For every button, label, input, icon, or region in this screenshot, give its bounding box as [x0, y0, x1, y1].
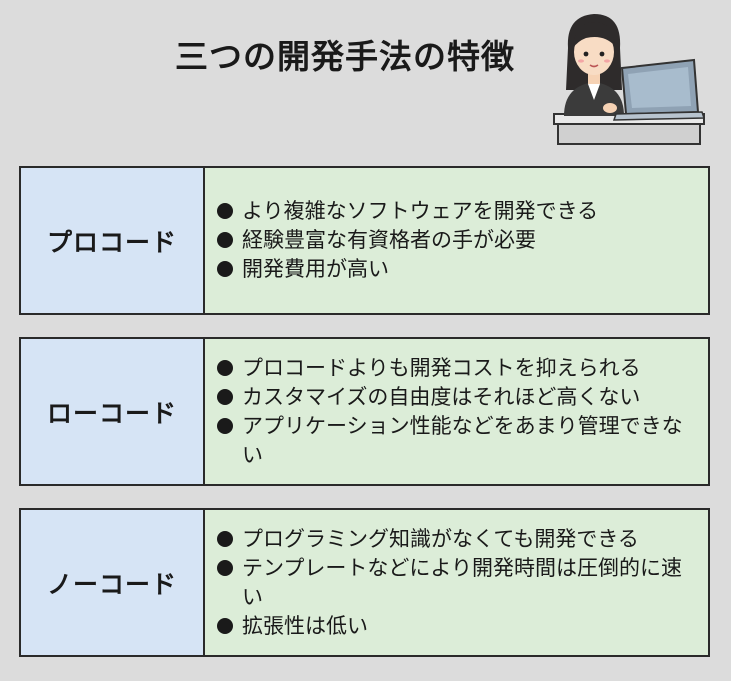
bullet-text: 経験豊富な有資格者の手が必要: [242, 228, 536, 252]
bullet-text: 開発費用が高い: [242, 257, 389, 281]
bullet-item: より複雑なソフトウェアを開発できる: [217, 197, 696, 226]
bullet-item: プロコードよりも開発コストを抑えられる: [217, 354, 696, 383]
row-body: プログラミング知識がなくても開発できる テンプレートなどにより開発時間は圧倒的に…: [205, 510, 708, 655]
diagram-title: 三つの開発手法の特徴: [175, 37, 515, 76]
woman-at-laptop-icon: [553, 14, 706, 145]
bullet-item: 拡張性は低い: [217, 612, 696, 641]
bullet-text: より複雑なソフトウェアを開発できる: [242, 199, 599, 223]
row-pro-code: プロコード より複雑なソフトウェアを開発できる 経験豊富な有資格者の手が必要 開…: [19, 166, 710, 315]
bullet-dot-icon: [217, 417, 233, 434]
bullet-item: カスタマイズの自由度はそれほど高くない: [217, 383, 696, 412]
row-label: プロコード: [21, 168, 205, 313]
bullet-dot-icon: [217, 530, 233, 547]
bullet-dot-icon: [217, 261, 233, 277]
bullet-dot-icon: [217, 617, 233, 634]
bullet-item: テンプレートなどにより開発時間は圧倒的に速い: [217, 554, 696, 612]
row-label: ローコード: [21, 339, 205, 484]
bullet-text: プログラミング知識がなくても開発できる: [242, 526, 639, 551]
row-no-code: ノーコード プログラミング知識がなくても開発できる テンプレートなどにより開発時…: [19, 508, 710, 657]
bullet-text: プロコードよりも開発コストを抑えられる: [242, 355, 641, 380]
bullet-text: テンプレートなどにより開発時間は圧倒的に速い: [242, 555, 682, 609]
row-body: プロコードよりも開発コストを抑えられる カスタマイズの自由度はそれほど高くない …: [205, 339, 708, 484]
bullet-item: 開発費用が高い: [217, 255, 696, 284]
bullet-dot-icon: [217, 359, 233, 376]
bullet-text: カスタマイズの自由度はそれほど高くない: [242, 384, 641, 409]
bullet-text: 拡張性は低い: [242, 613, 368, 638]
bullet-dot-icon: [217, 203, 233, 219]
bullet-dot-icon: [217, 388, 233, 405]
row-low-code: ローコード プロコードよりも開発コストを抑えられる カスタマイズの自由度はそれほ…: [19, 337, 710, 486]
bullet-dot-icon: [217, 559, 233, 576]
bullet-item: アプリケーション性能などをあまり管理できない: [217, 412, 696, 470]
row-body: より複雑なソフトウェアを開発できる 経験豊富な有資格者の手が必要 開発費用が高い: [205, 168, 708, 313]
bullet-text: アプリケーション性能などをあまり管理できない: [242, 413, 683, 467]
row-label: ノーコード: [21, 510, 205, 655]
bullet-item: 経験豊富な有資格者の手が必要: [217, 226, 696, 255]
bullet-dot-icon: [217, 232, 233, 248]
bullet-item: プログラミング知識がなくても開発できる: [217, 525, 696, 554]
